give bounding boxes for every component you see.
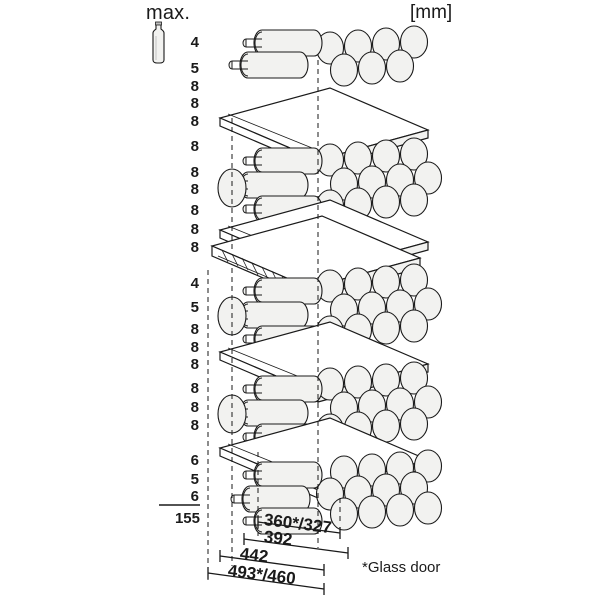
construction-lines-upper xyxy=(231,60,319,250)
construction-lines xyxy=(207,160,341,580)
dimension-lines xyxy=(207,516,349,595)
footnote-glass-door: *Glass door xyxy=(362,559,441,576)
capacity-value: 8 xyxy=(190,221,199,238)
capacity-value: 8 xyxy=(190,138,199,155)
capacity-value: 8 xyxy=(190,356,199,373)
dimline-360 xyxy=(257,516,341,539)
capacity-value: 8 xyxy=(190,164,199,181)
capacity-value: 8 xyxy=(190,181,199,198)
capacity-value: 8 xyxy=(190,321,199,338)
capacity-value: 8 xyxy=(190,399,199,416)
capacity-value: 4 xyxy=(190,275,199,292)
dimline-442 xyxy=(219,550,325,576)
tier-top xyxy=(228,25,429,87)
capacity-value: 8 xyxy=(190,380,199,397)
tier-2 xyxy=(217,137,443,223)
dimline-392 xyxy=(243,533,349,559)
capacity-value: 8 xyxy=(190,339,199,356)
wine-bottle-icon xyxy=(152,21,165,64)
unit-label: [mm] xyxy=(410,2,453,23)
bottle-ends-cluster xyxy=(315,25,429,87)
bottles-lying xyxy=(228,29,323,79)
dimension-label-392: 392 xyxy=(262,527,294,550)
capacity-value: 5 xyxy=(190,60,199,77)
capacity-value: 5 xyxy=(190,471,199,488)
tier-bottom xyxy=(230,449,443,535)
capacity-value: 4 xyxy=(190,34,199,51)
capacity-value: 8 xyxy=(190,78,199,95)
capacity-value: 6 xyxy=(190,452,199,469)
capacity-value: 8 xyxy=(190,417,199,434)
capacity-value: 8 xyxy=(190,239,199,256)
bottle-ends-cluster xyxy=(315,449,443,531)
rack-geometry xyxy=(152,21,443,595)
page-title-max: max. xyxy=(146,2,191,24)
capacity-value: 8 xyxy=(190,95,199,112)
capacity-value: 5 xyxy=(190,299,199,316)
capacity-value: 8 xyxy=(190,202,199,219)
capacity-total: 155 xyxy=(174,510,200,527)
capacity-value: 6 xyxy=(190,488,199,505)
dimline-493 xyxy=(207,567,325,595)
capacity-value: 8 xyxy=(190,113,199,130)
